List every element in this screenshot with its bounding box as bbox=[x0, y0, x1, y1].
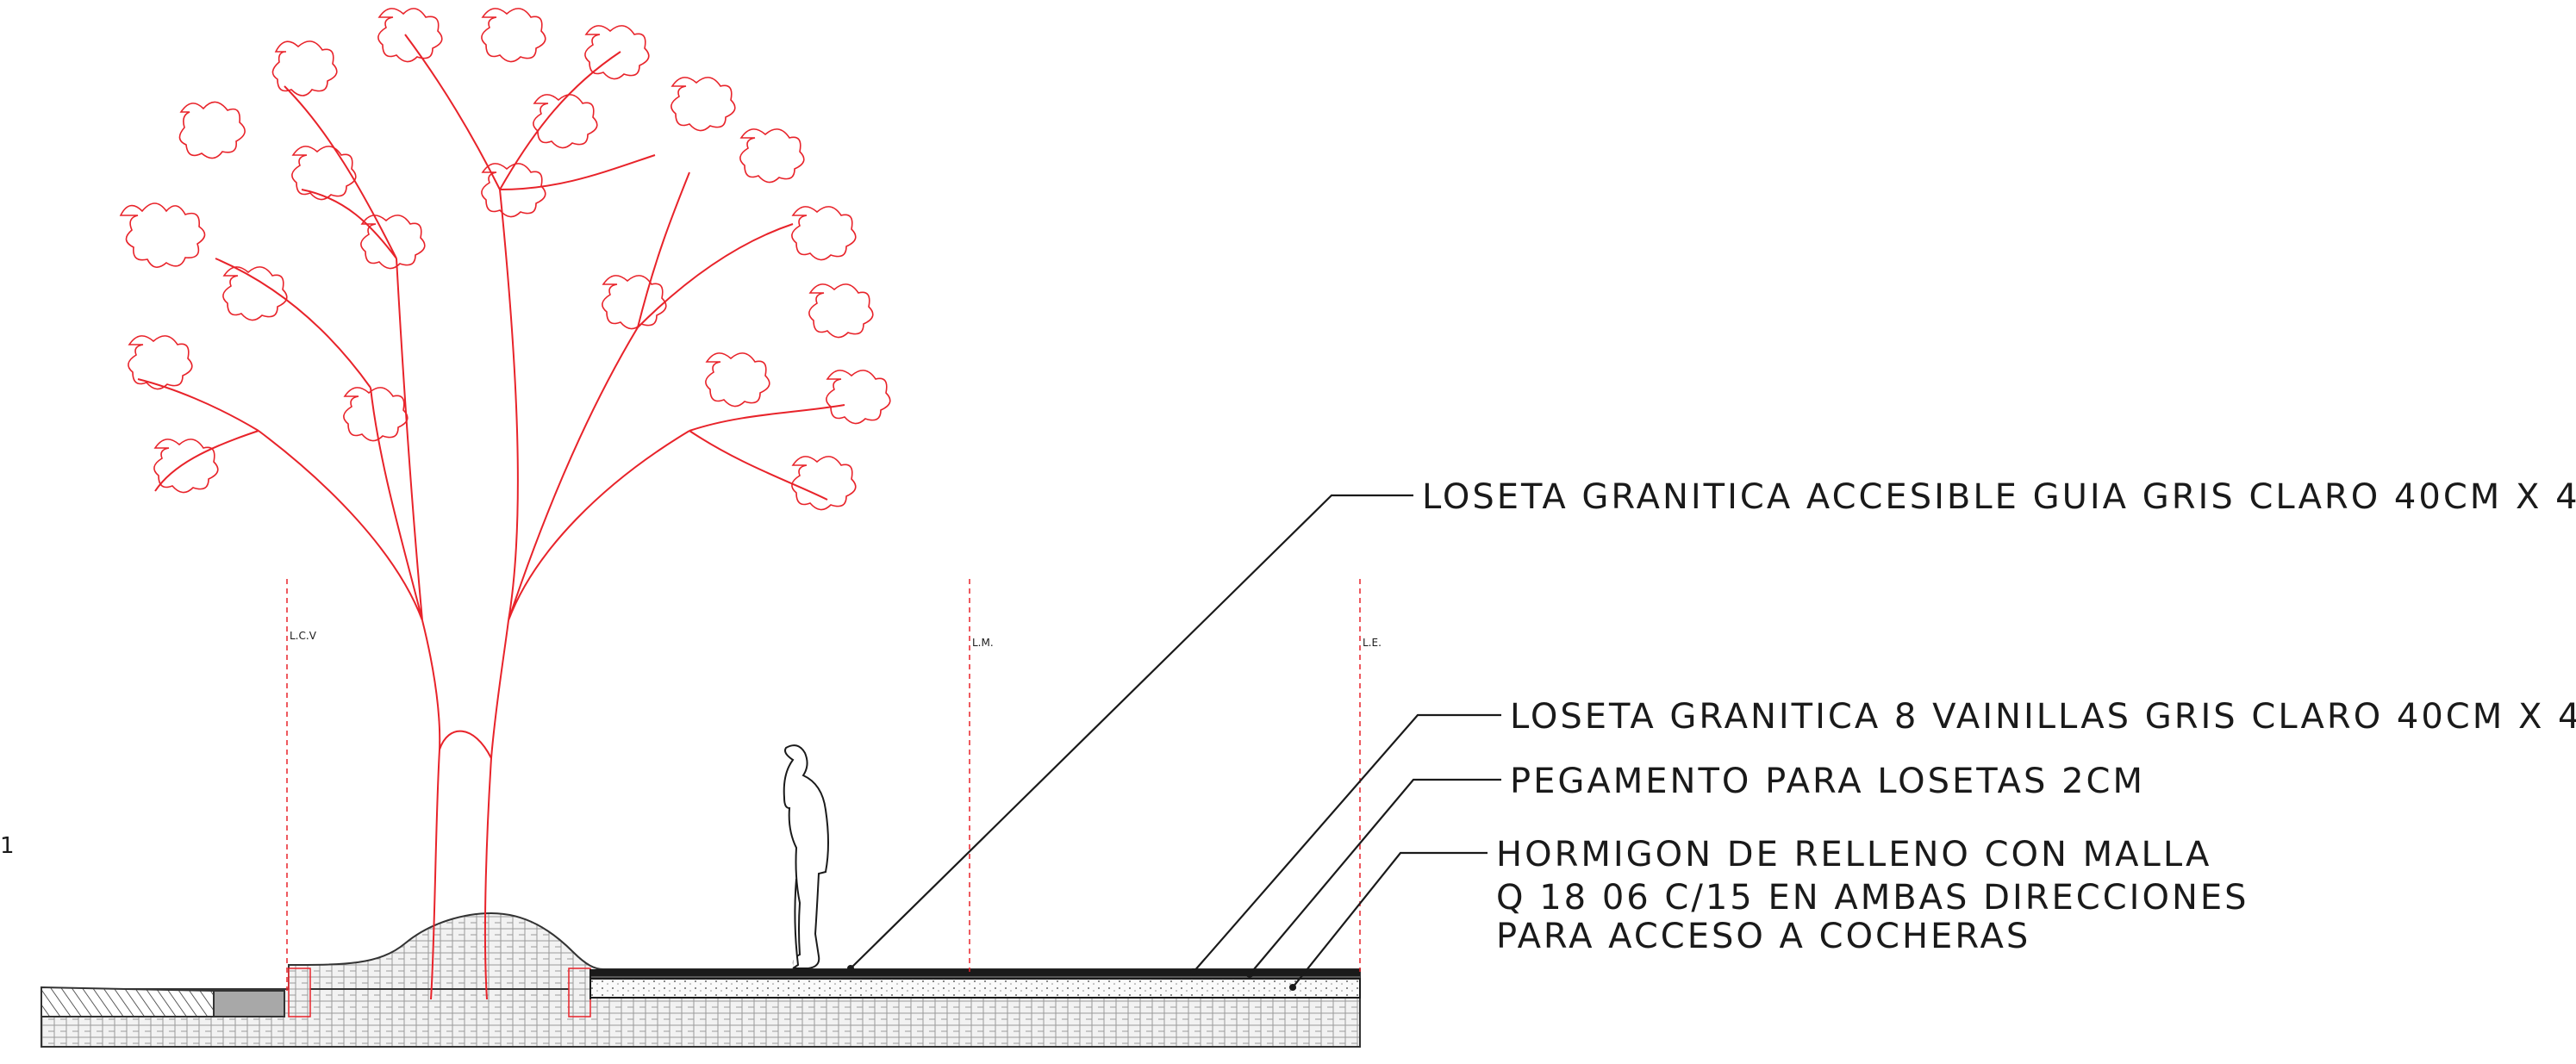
annotation-labels: LOSETA GRANITICA ACCESIBLE GUIA GRIS CLA… bbox=[1422, 477, 2576, 956]
lm-marker: L.M. bbox=[972, 637, 994, 649]
label-loseta-guia: LOSETA GRANITICA ACCESIBLE GUIA GRIS CLA… bbox=[1422, 477, 2576, 517]
leader-pegamento bbox=[1249, 778, 1501, 975]
label-hormigon-line2: Q 18 06 C/15 EN AMBAS DIRECCIONES bbox=[1496, 878, 2249, 918]
reference-lines: L.C.V L.M. L.E. bbox=[286, 579, 1382, 991]
label-hormigon-line3: PARA ACCESO A COCHERAS bbox=[1496, 917, 2030, 956]
label-hormigon-line1: HORMIGON DE RELLENO CON MALLA bbox=[1496, 835, 2211, 874]
leader-loseta-guia bbox=[850, 494, 1413, 969]
person-icon bbox=[783, 744, 829, 969]
label-pegamento: PEGAMENTO PARA LOSETAS 2CM bbox=[1510, 762, 2145, 801]
lcv-marker: L.C.V bbox=[290, 630, 317, 642]
sidewalk-layers bbox=[589, 969, 1361, 999]
leader-lines bbox=[847, 494, 1501, 991]
tree-icon bbox=[119, 8, 891, 1000]
label-loseta-vainillas: LOSETA GRANITICA 8 VAINILLAS GRIS CLARO … bbox=[1510, 697, 2576, 737]
edge-mark: 1 bbox=[0, 833, 15, 859]
tree-canopy bbox=[119, 8, 891, 511]
leader-loseta-vainillas bbox=[1193, 713, 1501, 973]
le-marker: L.E. bbox=[1363, 637, 1382, 649]
leader-hormigon bbox=[1292, 851, 1488, 988]
